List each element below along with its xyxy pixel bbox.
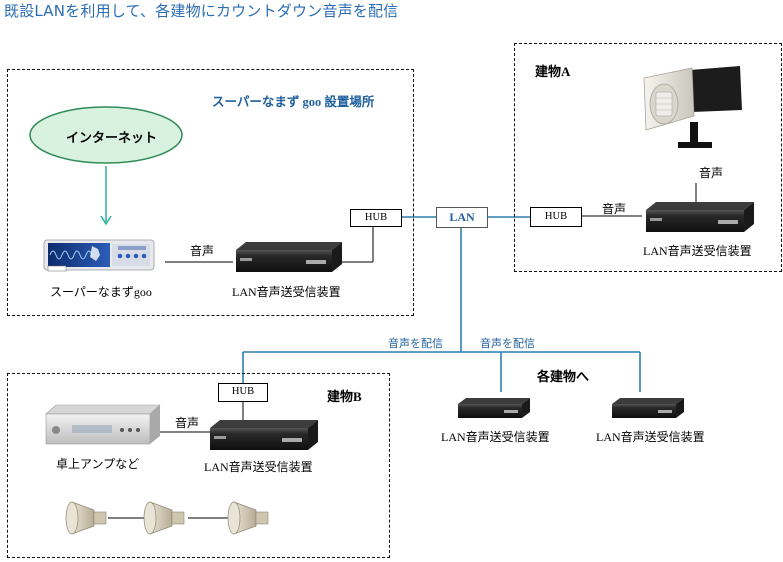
amplifier-label: 卓上アンプなど bbox=[56, 457, 140, 471]
region-building-b bbox=[7, 373, 390, 558]
internet-label: インターネット bbox=[66, 131, 158, 146]
building-b-label: 建物B bbox=[327, 389, 362, 404]
lan-unit-building-b bbox=[210, 420, 318, 450]
horn-speaker-icon bbox=[65, 501, 107, 535]
super-namazu-goo-device bbox=[43, 239, 155, 272]
hub-building-a: HUB bbox=[530, 207, 582, 227]
page-title: 既設LANを利用して、各建物にカウントダウン音声を配信 bbox=[4, 2, 399, 20]
lan-node: LAN bbox=[436, 207, 488, 228]
distribute-label-2: 音声を配信 bbox=[480, 338, 535, 350]
lan-unit-label-other-2: LAN音声送受信装置 bbox=[596, 430, 705, 444]
lan-links bbox=[242, 216, 641, 392]
audio-label-a2: 音声 bbox=[699, 166, 724, 180]
region-main-label: スーパーなまず goo 設置場所 bbox=[212, 95, 375, 109]
lan-unit-other-1 bbox=[458, 398, 530, 418]
building-a-label: 建物A bbox=[535, 64, 571, 79]
horn-speaker-icon bbox=[227, 501, 269, 535]
horn-speaker-icon bbox=[143, 501, 185, 535]
down-arrow-icon bbox=[100, 166, 112, 226]
outdoor-horn-speaker-icon bbox=[643, 66, 742, 148]
region-main-site bbox=[7, 69, 414, 316]
audio-label-a1: 音声 bbox=[602, 202, 627, 216]
hub-building-b: HUB bbox=[218, 383, 268, 402]
other-buildings-label: 各建物へ bbox=[537, 369, 590, 384]
lan-unit-main bbox=[236, 242, 342, 272]
desktop-amplifier-icon bbox=[45, 404, 161, 445]
goo-device-label: スーパーなまずgoo bbox=[50, 285, 152, 299]
lan-unit-building-a bbox=[646, 202, 754, 232]
lan-unit-label-other-1: LAN音声送受信装置 bbox=[441, 430, 550, 444]
lan-unit-label-b: LAN音声送受信装置 bbox=[204, 460, 313, 474]
lan-unit-label-a: LAN音声送受信装置 bbox=[643, 244, 752, 258]
internet-cloud bbox=[29, 106, 183, 164]
region-building-a bbox=[514, 43, 782, 272]
lan-unit-label-main: LAN音声送受信装置 bbox=[232, 285, 341, 299]
lan-unit-other-2 bbox=[612, 398, 684, 418]
hub-main: HUB bbox=[350, 209, 402, 227]
audio-label-b: 音声 bbox=[175, 416, 200, 430]
distribute-label-1: 音声を配信 bbox=[388, 338, 443, 350]
audio-label-main: 音声 bbox=[190, 244, 215, 258]
